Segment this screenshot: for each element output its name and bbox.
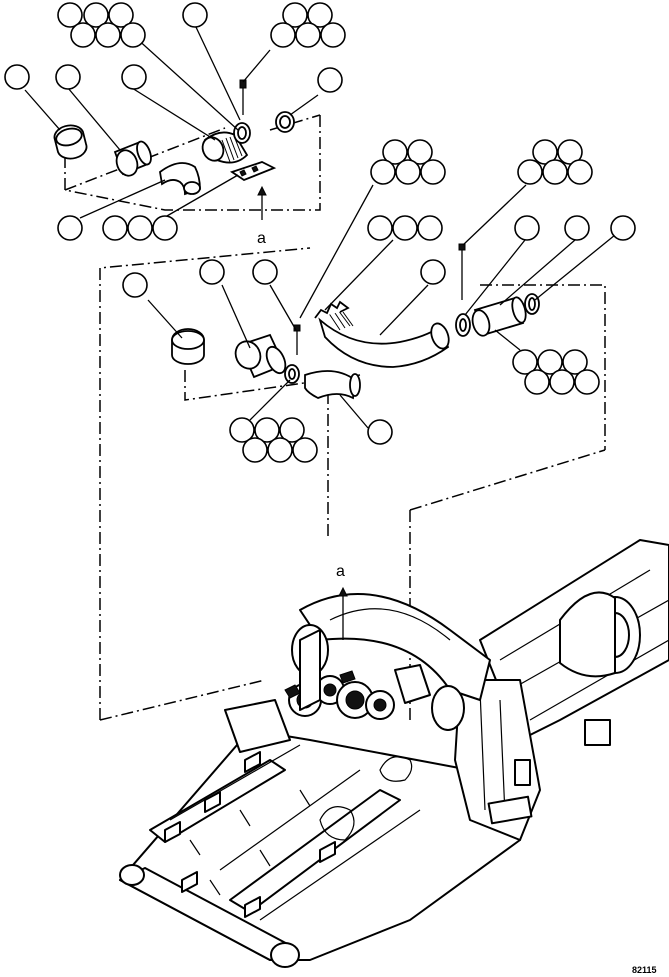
callout-cluster-5 (517, 139, 593, 185)
callout-bubble (55, 64, 81, 90)
detail-arrow-machine: a (336, 563, 348, 640)
machine-frame: a (119, 539, 669, 968)
detail-arrow-top: a (257, 185, 267, 247)
callout-cluster-3 (102, 215, 178, 241)
callout-bubble (122, 272, 148, 298)
callout-bubble (199, 259, 225, 285)
callout-cluster-8 (229, 417, 318, 463)
callout-cluster-6 (367, 215, 443, 241)
callout-bubble (610, 215, 636, 241)
figure-number: 82115 (632, 965, 657, 975)
flange-plate-top (229, 161, 277, 182)
pivot-cylinder (559, 591, 641, 678)
end-cap-top (53, 124, 88, 160)
elbow-middle (304, 370, 361, 400)
seal-ring-right (524, 293, 540, 315)
callout-bubble (420, 259, 446, 285)
top-assembly-parts: a (53, 79, 295, 247)
mounting-tabs (164, 751, 336, 918)
detail-label-a-top: a (257, 230, 266, 247)
callout-cluster-4 (370, 139, 446, 185)
callout-bubble (57, 215, 83, 241)
long-elbow-pipe (314, 300, 450, 368)
sleeve-right (471, 296, 527, 337)
callout-cluster-1 (57, 2, 146, 48)
bolt-middle (293, 324, 301, 355)
callout-bubbles (4, 2, 636, 463)
o-ring-top (233, 122, 251, 144)
callout-bubble (514, 215, 540, 241)
bolt-top (239, 79, 247, 115)
callout-bubble (182, 2, 208, 28)
elbow-top (159, 162, 201, 196)
callout-bubble (252, 259, 278, 285)
callout-bubble (367, 419, 393, 445)
middle-assembly-parts (171, 243, 540, 400)
ring-right (455, 313, 471, 337)
front-cross-tube (119, 864, 300, 968)
callout-bubble (317, 67, 343, 93)
callout-cluster-2 (270, 2, 346, 48)
callout-bubble (564, 215, 590, 241)
sleeve-middle (234, 333, 287, 379)
callout-bubble (121, 64, 147, 90)
end-cap-middle (171, 328, 205, 365)
callout-cluster-7 (512, 349, 600, 395)
seal-ring-top (275, 111, 295, 133)
sleeve-top (113, 140, 152, 177)
detail-label-a-machine: a (336, 563, 345, 580)
callout-bubble (4, 64, 30, 90)
ring-middle (284, 364, 300, 384)
bolt-right (458, 243, 466, 300)
leader-lines (24, 24, 616, 429)
